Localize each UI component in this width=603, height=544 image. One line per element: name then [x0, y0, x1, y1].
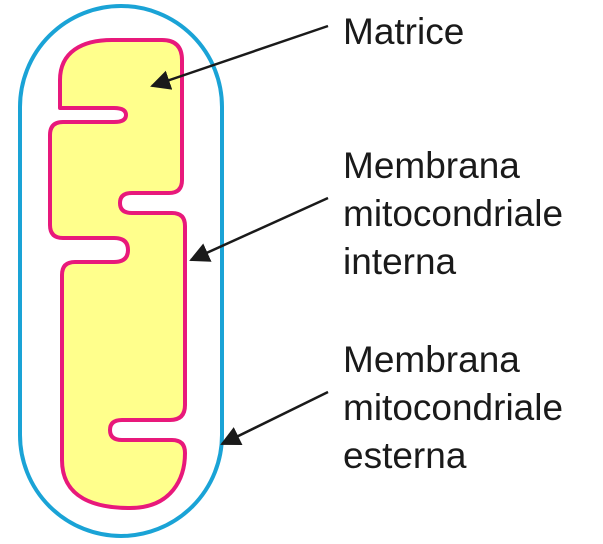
label-matrix-line-1: Matrice	[343, 8, 464, 56]
label-inner-membrane-line-3: interna	[343, 238, 563, 286]
label-outer-membrane-line-1: Membrana	[343, 336, 563, 384]
label-outer-membrane-line-3: esterna	[343, 432, 563, 480]
label-inner-membrane-line-1: Membrana	[343, 142, 563, 190]
label-outer-membrane-line-2: mitocondriale	[343, 384, 563, 432]
label-outer-membrane: Membrana mitocondriale esterna	[343, 336, 563, 480]
label-inner-membrane-line-2: mitocondriale	[343, 190, 563, 238]
label-inner-membrane: Membrana mitocondriale interna	[343, 142, 563, 286]
arrow-outer-membrane	[222, 392, 328, 444]
label-matrix: Matrice	[343, 8, 464, 56]
